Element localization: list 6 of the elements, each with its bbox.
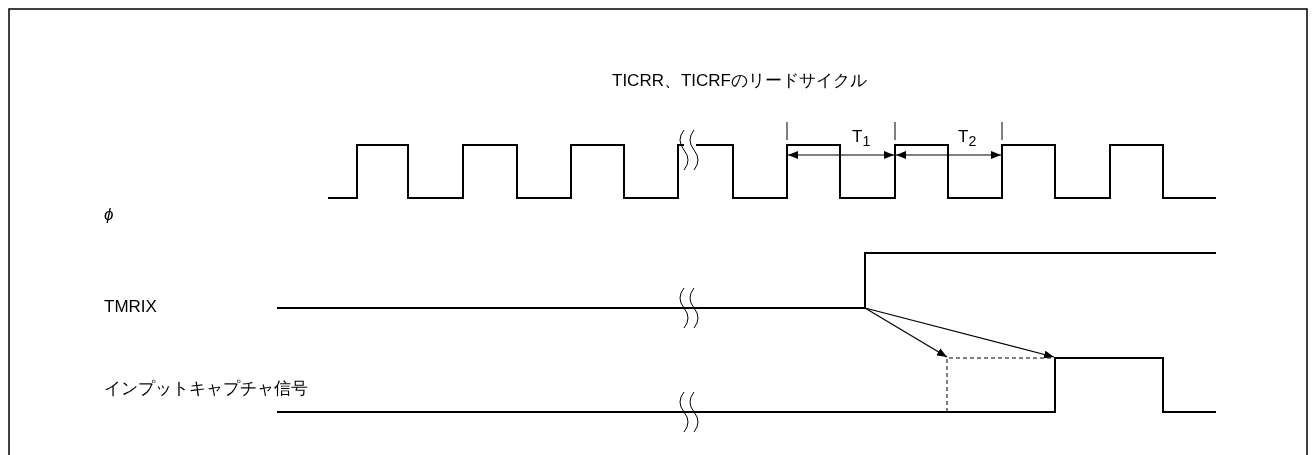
timing-label: T$_{2}$	[958, 126, 977, 152]
caption-text: TICRR、TICRFのリードサイクル	[612, 70, 867, 92]
signal-name: ϕ	[104, 204, 114, 226]
signal-name: TMRIX	[104, 296, 157, 318]
signal-name: インプットキャプチャ信号	[104, 378, 308, 400]
timing-label: T$_{1}$	[852, 126, 871, 152]
